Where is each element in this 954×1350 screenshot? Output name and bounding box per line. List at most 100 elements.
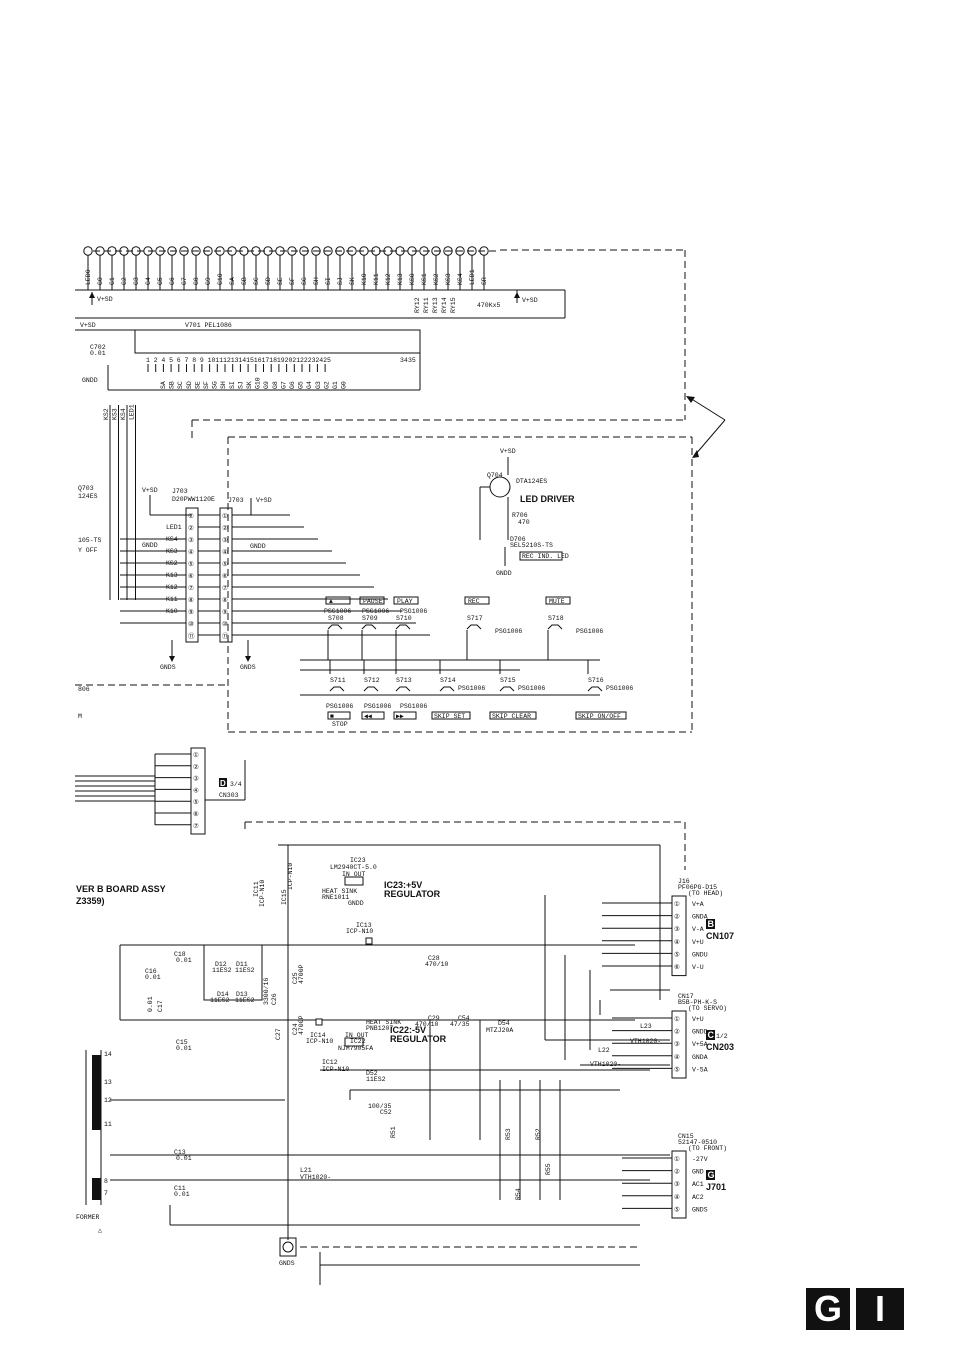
switch-part: PSG1006 xyxy=(362,608,389,615)
switch-label-box xyxy=(489,711,537,720)
cn303-pin: ① xyxy=(193,751,199,759)
switch-part: PSG1006 xyxy=(495,628,522,635)
connector-pin: ⑥ xyxy=(674,963,680,971)
gndd-left: GNDD xyxy=(82,377,98,384)
ic12-part: ICP-N10 xyxy=(322,1066,349,1073)
c24-val: 4700P xyxy=(298,1015,305,1035)
c27-val: 3300/16 xyxy=(263,978,270,1005)
switch-part: PSG1006 xyxy=(458,685,485,692)
cn303-pin: ② xyxy=(193,763,199,771)
top-pin-label: K12 xyxy=(385,273,392,285)
cn303-pin: ③ xyxy=(193,775,199,783)
v701-seg-label: SJ xyxy=(237,381,244,389)
ic23-title: IC23:+5V xyxy=(384,880,422,890)
d11-part: 11ES2 xyxy=(235,967,255,974)
connector-tag-box xyxy=(706,1170,715,1180)
l23-part: VTH1020- xyxy=(630,1038,661,1045)
v701-label: V701 PEL1086 xyxy=(185,322,232,329)
top-pin-label: G10 xyxy=(217,273,224,285)
top-pin-label: SG xyxy=(301,277,308,285)
connector-pin: ② xyxy=(674,1168,680,1176)
v701-seg-label: SC xyxy=(177,381,184,389)
v701-pin-num: 8 xyxy=(192,357,196,364)
switch-label-s708: ▲ xyxy=(329,598,333,605)
connector-body-cn17 xyxy=(671,1010,687,1079)
connector-pin-label: GNDS xyxy=(692,1206,708,1213)
switch-label-box xyxy=(361,711,385,720)
top-pin-label: KS1 xyxy=(421,273,428,285)
switch-label-s714: SKIP SET xyxy=(434,713,465,720)
vsd-left-label: V+SD xyxy=(80,322,96,329)
connector-ref: J16 xyxy=(678,878,690,885)
cn303-pin: ⑥ xyxy=(193,810,199,818)
j703-left-pin: ⑩ xyxy=(188,620,194,628)
ic23-gndd: GNDD xyxy=(348,900,364,907)
connector-pin: ④ xyxy=(674,1193,680,1201)
j703-ref-left: J703 xyxy=(172,488,188,495)
j703-right-pin: ⑪ xyxy=(222,632,229,640)
resistor-array-ref: RY13 xyxy=(432,297,439,313)
ic23-inout: IN OUT xyxy=(342,871,366,878)
j703-right-pin: ⑥ xyxy=(222,572,228,580)
j703-left-pin: ② xyxy=(188,524,194,532)
switch-symbol xyxy=(329,686,345,692)
connector-pin-label: V+U xyxy=(692,939,704,946)
d11-ref: D11 xyxy=(236,961,248,968)
j703-right-pin: ⑧ xyxy=(222,596,228,604)
v701-display xyxy=(134,329,421,354)
d52-part: 11ES2 xyxy=(366,1076,386,1083)
connector-pin: ⑤ xyxy=(674,950,680,958)
gnds-left: GNDS xyxy=(160,664,176,671)
j703-right-pin: ⑩ xyxy=(222,620,228,628)
c29-ref: C28 xyxy=(428,955,440,962)
top-pin-label: G2 xyxy=(121,277,128,285)
resistor-array-ref: RY15 xyxy=(450,297,457,313)
v701-seg-label: G10 xyxy=(255,377,262,389)
switch-part: PSG1006 xyxy=(400,703,427,710)
connector-pin: ③ xyxy=(674,925,680,933)
j703-left-pin: ⑪ xyxy=(188,632,195,640)
svg-text:8: 8 xyxy=(104,1178,108,1185)
vsd-j703-left: V+SD xyxy=(142,487,158,494)
switch-fragment: Y OFF xyxy=(78,547,98,554)
j703-right-pin: ② xyxy=(222,524,228,532)
top-pin-label: SC xyxy=(253,277,260,285)
ic12-ref: IC12 xyxy=(322,1059,338,1066)
c28-ref: C29 xyxy=(428,1015,440,1022)
psg-fragment: 806 xyxy=(78,686,90,693)
switch-label-s717: REC xyxy=(468,598,480,605)
resistor-array-ref: RY14 xyxy=(441,297,448,313)
c26-ref: C26 xyxy=(271,993,278,1005)
top-pin-label: SH xyxy=(313,277,320,285)
switch-part: PSG1006 xyxy=(518,685,545,692)
svg-text:7: 7 xyxy=(104,1190,108,1197)
switch-label-s716: SKIP ON/OFF xyxy=(578,713,621,720)
top-pin-label: KS4 xyxy=(457,273,464,285)
top-pin-label: G7 xyxy=(181,277,188,285)
c26-val: 4700P xyxy=(298,964,305,984)
r54-ref: R54 xyxy=(515,1188,522,1200)
board-line2: Z3359) xyxy=(76,896,105,906)
switch-ref-s718: S718 xyxy=(548,615,564,622)
connector-pin-label: V-U xyxy=(692,964,704,971)
top-pin-label: SF xyxy=(289,277,296,285)
top-pin-label: G1 xyxy=(109,277,116,285)
j703-right-pin: ④ xyxy=(222,548,228,556)
switch-label-s710: PLAY xyxy=(397,598,413,605)
d706-ref: D706 xyxy=(510,536,526,543)
connector-tag: G xyxy=(708,1170,715,1180)
svg-text:13: 13 xyxy=(104,1079,112,1086)
ic22-title: IC22:-5V xyxy=(390,1025,426,1035)
v701-seg-label: G5 xyxy=(298,381,305,389)
heatsink2-part: PNB1207 xyxy=(366,1025,393,1032)
ic11-part: ICP-N10 xyxy=(259,880,266,907)
corner-i: I xyxy=(856,1288,904,1330)
v701-pin-num: 24 xyxy=(315,357,323,364)
connector-tag-box xyxy=(706,919,715,929)
switch-part: PSG1006 xyxy=(364,703,391,710)
connector-part: PF06PG-D15 xyxy=(678,884,717,891)
connector-pin-label: V+5A xyxy=(692,1041,708,1048)
cn303-pin: ⑤ xyxy=(193,798,199,806)
top-pin-label: G5 xyxy=(157,277,164,285)
